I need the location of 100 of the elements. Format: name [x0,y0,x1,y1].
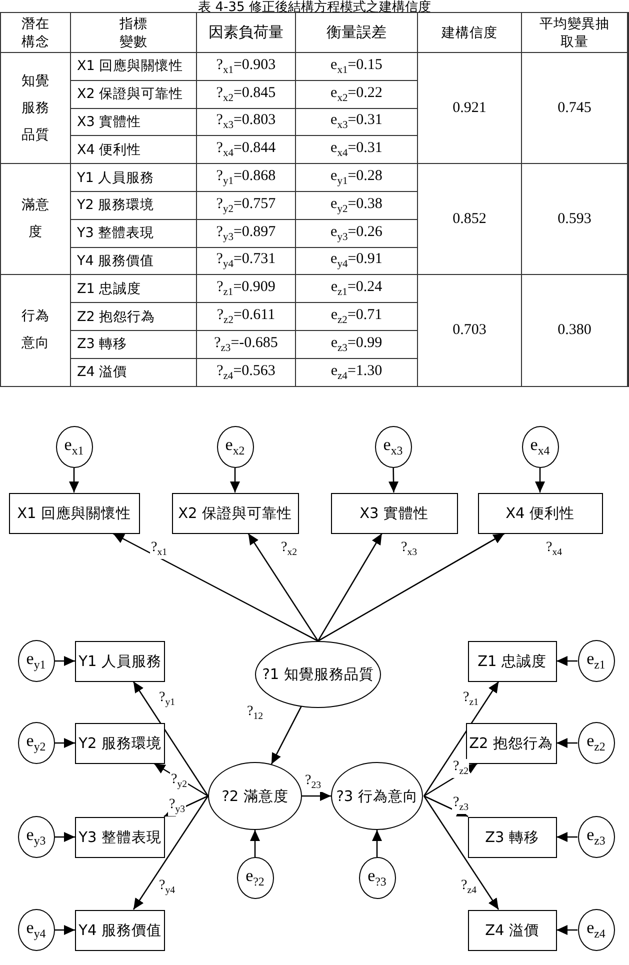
table-cell: e$_{x2}$=0.22 [296,80,417,108]
arrow [535,468,545,492]
header-cell: 潛在構念 [1,13,70,52]
table-cell: e$_{y4}$=0.91 [296,248,417,274]
indicator-box: X4 便利性 [478,492,602,534]
arrow [270,706,302,764]
table-cell: 0.852 [418,164,521,274]
arrow [54,738,75,748]
error-circle: e$_{z3}$ [578,816,614,858]
edge-label: ?$_{y1}$ [158,690,176,709]
table-cell: ?$_{y1}$=0.868 [197,164,295,191]
table-cell: 0.703 [418,275,521,386]
indicator-box: X1 回應與關懷性 [8,492,140,534]
edge-label: ?$_{x1}$ [150,540,168,559]
table-cell: e$_{z1}$=0.24 [296,275,417,302]
error-circle: e$_{?3}$ [358,857,396,899]
edge-label: ?$_{y2}$ [170,772,188,791]
edge-label: ?$_{23}$ [304,773,322,792]
table-cell: Z3 轉移 [71,330,196,358]
arrow [230,468,240,492]
table-cell: ?$_{z3}$=-0.685 [197,330,295,358]
indicator-box: Y2 服務環境 [75,722,165,764]
indicator-box: X3 實體性 [330,492,458,534]
arrow [317,533,382,642]
arrow [424,762,478,797]
error-circle: e$_{y3}$ [18,816,54,858]
arrow [424,795,468,818]
arrow [112,532,318,642]
table-cell: ?$_{z4}$=0.563 [197,358,295,386]
indicator-box: X2 保證與可靠性 [172,492,298,534]
latent-ellipse: ?1 知覺服務品質 [255,640,381,708]
table-cell: e$_{x1}$=0.15 [296,53,417,80]
table-cell: Y2 服務環境 [71,192,196,219]
table-cell: ?$_{y3}$=0.897 [197,220,295,247]
table-cell: Y3 整體表現 [71,220,196,247]
table-cell: 行為意向 [1,275,70,386]
table-cell: Y1 人員服務 [71,164,196,191]
table-cell: e$_{y3}$=0.26 [296,220,417,247]
table-cell: 0.921 [418,53,521,164]
header-cell: 指標變數 [71,13,196,52]
header-cell: 平均變異抽取量 [522,13,627,52]
table-cell: e$_{x3}$=0.31 [296,108,417,136]
table-cell: 滿意度 [1,164,70,274]
edge-label: ?$_{z2}$ [452,759,470,778]
indicator-box: Z3 轉移 [468,816,556,858]
arrow [248,533,319,642]
table-cell: ?$_{x4}$=0.844 [197,136,295,164]
arrow [54,925,75,935]
table-cell: 知覺服務品質 [1,53,70,164]
table-cell: X2 保證與可靠性 [71,80,196,108]
arrow [556,832,578,842]
table-cell: Y4 服務價值 [71,248,196,274]
arrow [132,681,209,796]
error-circle: e$_{x3}$ [374,426,412,468]
table-cell: ?$_{x2}$=0.845 [197,80,295,108]
table-cell: ?$_{y4}$=0.731 [197,248,295,274]
indicator-box: Y3 整體表現 [75,816,165,858]
arrow [54,832,75,842]
table-cell: ?$_{z1}$=0.909 [197,275,295,302]
table-cell: e$_{x4}$=0.31 [296,136,417,164]
arrow [556,656,578,666]
arrow [556,925,578,935]
table-cell: X1 回應與關懷性 [71,53,196,80]
table-cell: Z4 溢價 [71,358,196,386]
indicator-box: Y4 服務價值 [75,910,165,950]
arrow [69,468,79,492]
edge-label: ?$_{z3}$ [452,795,470,814]
table-cell: e$_{z4}$=1.30 [296,358,417,386]
table-cell: e$_{y2}$=0.38 [296,192,417,219]
header-cell: 衡量誤差 [296,13,417,52]
header-cell: 因素負荷量 [197,13,295,52]
table-cell: e$_{z3}$=0.99 [296,330,417,358]
error-circle: e$_{x2}$ [216,426,254,468]
arrow [250,830,260,857]
table-cell: Z1 忠誠度 [71,275,196,302]
header-cell: 建構信度 [418,13,521,52]
table-cell: X4 便利性 [71,136,196,164]
edge-label: ?$_{y4}$ [158,878,176,897]
table-cell: 0.380 [522,275,627,386]
indicator-box: Z4 溢價 [468,910,556,950]
table-cell: X3 實體性 [71,108,196,136]
table-cell: ?$_{x3}$=0.803 [197,108,295,136]
error-circle: e$_{z4}$ [578,909,614,951]
table-cell: e$_{z2}$=0.71 [296,303,417,330]
arrow [388,468,399,492]
indicator-box: Z2 抱怨行為 [466,722,556,764]
error-circle: e$_{y2}$ [18,722,54,764]
edge-label: ?$_{y3}$ [168,797,186,816]
arrow [556,738,578,748]
table-cell: Z2 抱怨行為 [71,303,196,330]
arrow [164,795,208,818]
arrow [318,532,505,642]
latent-ellipse: ?3 行為意向 [331,762,423,830]
error-circle: e$_{y1}$ [18,640,54,682]
table-cell: 0.593 [522,164,627,274]
error-circle: e$_{y4}$ [18,909,54,951]
latent-ellipse: ?2 滿意度 [208,762,302,830]
indicator-box: Y1 人員服務 [75,640,165,682]
arrow [154,762,208,797]
error-circle: e$_{x1}$ [56,426,92,468]
